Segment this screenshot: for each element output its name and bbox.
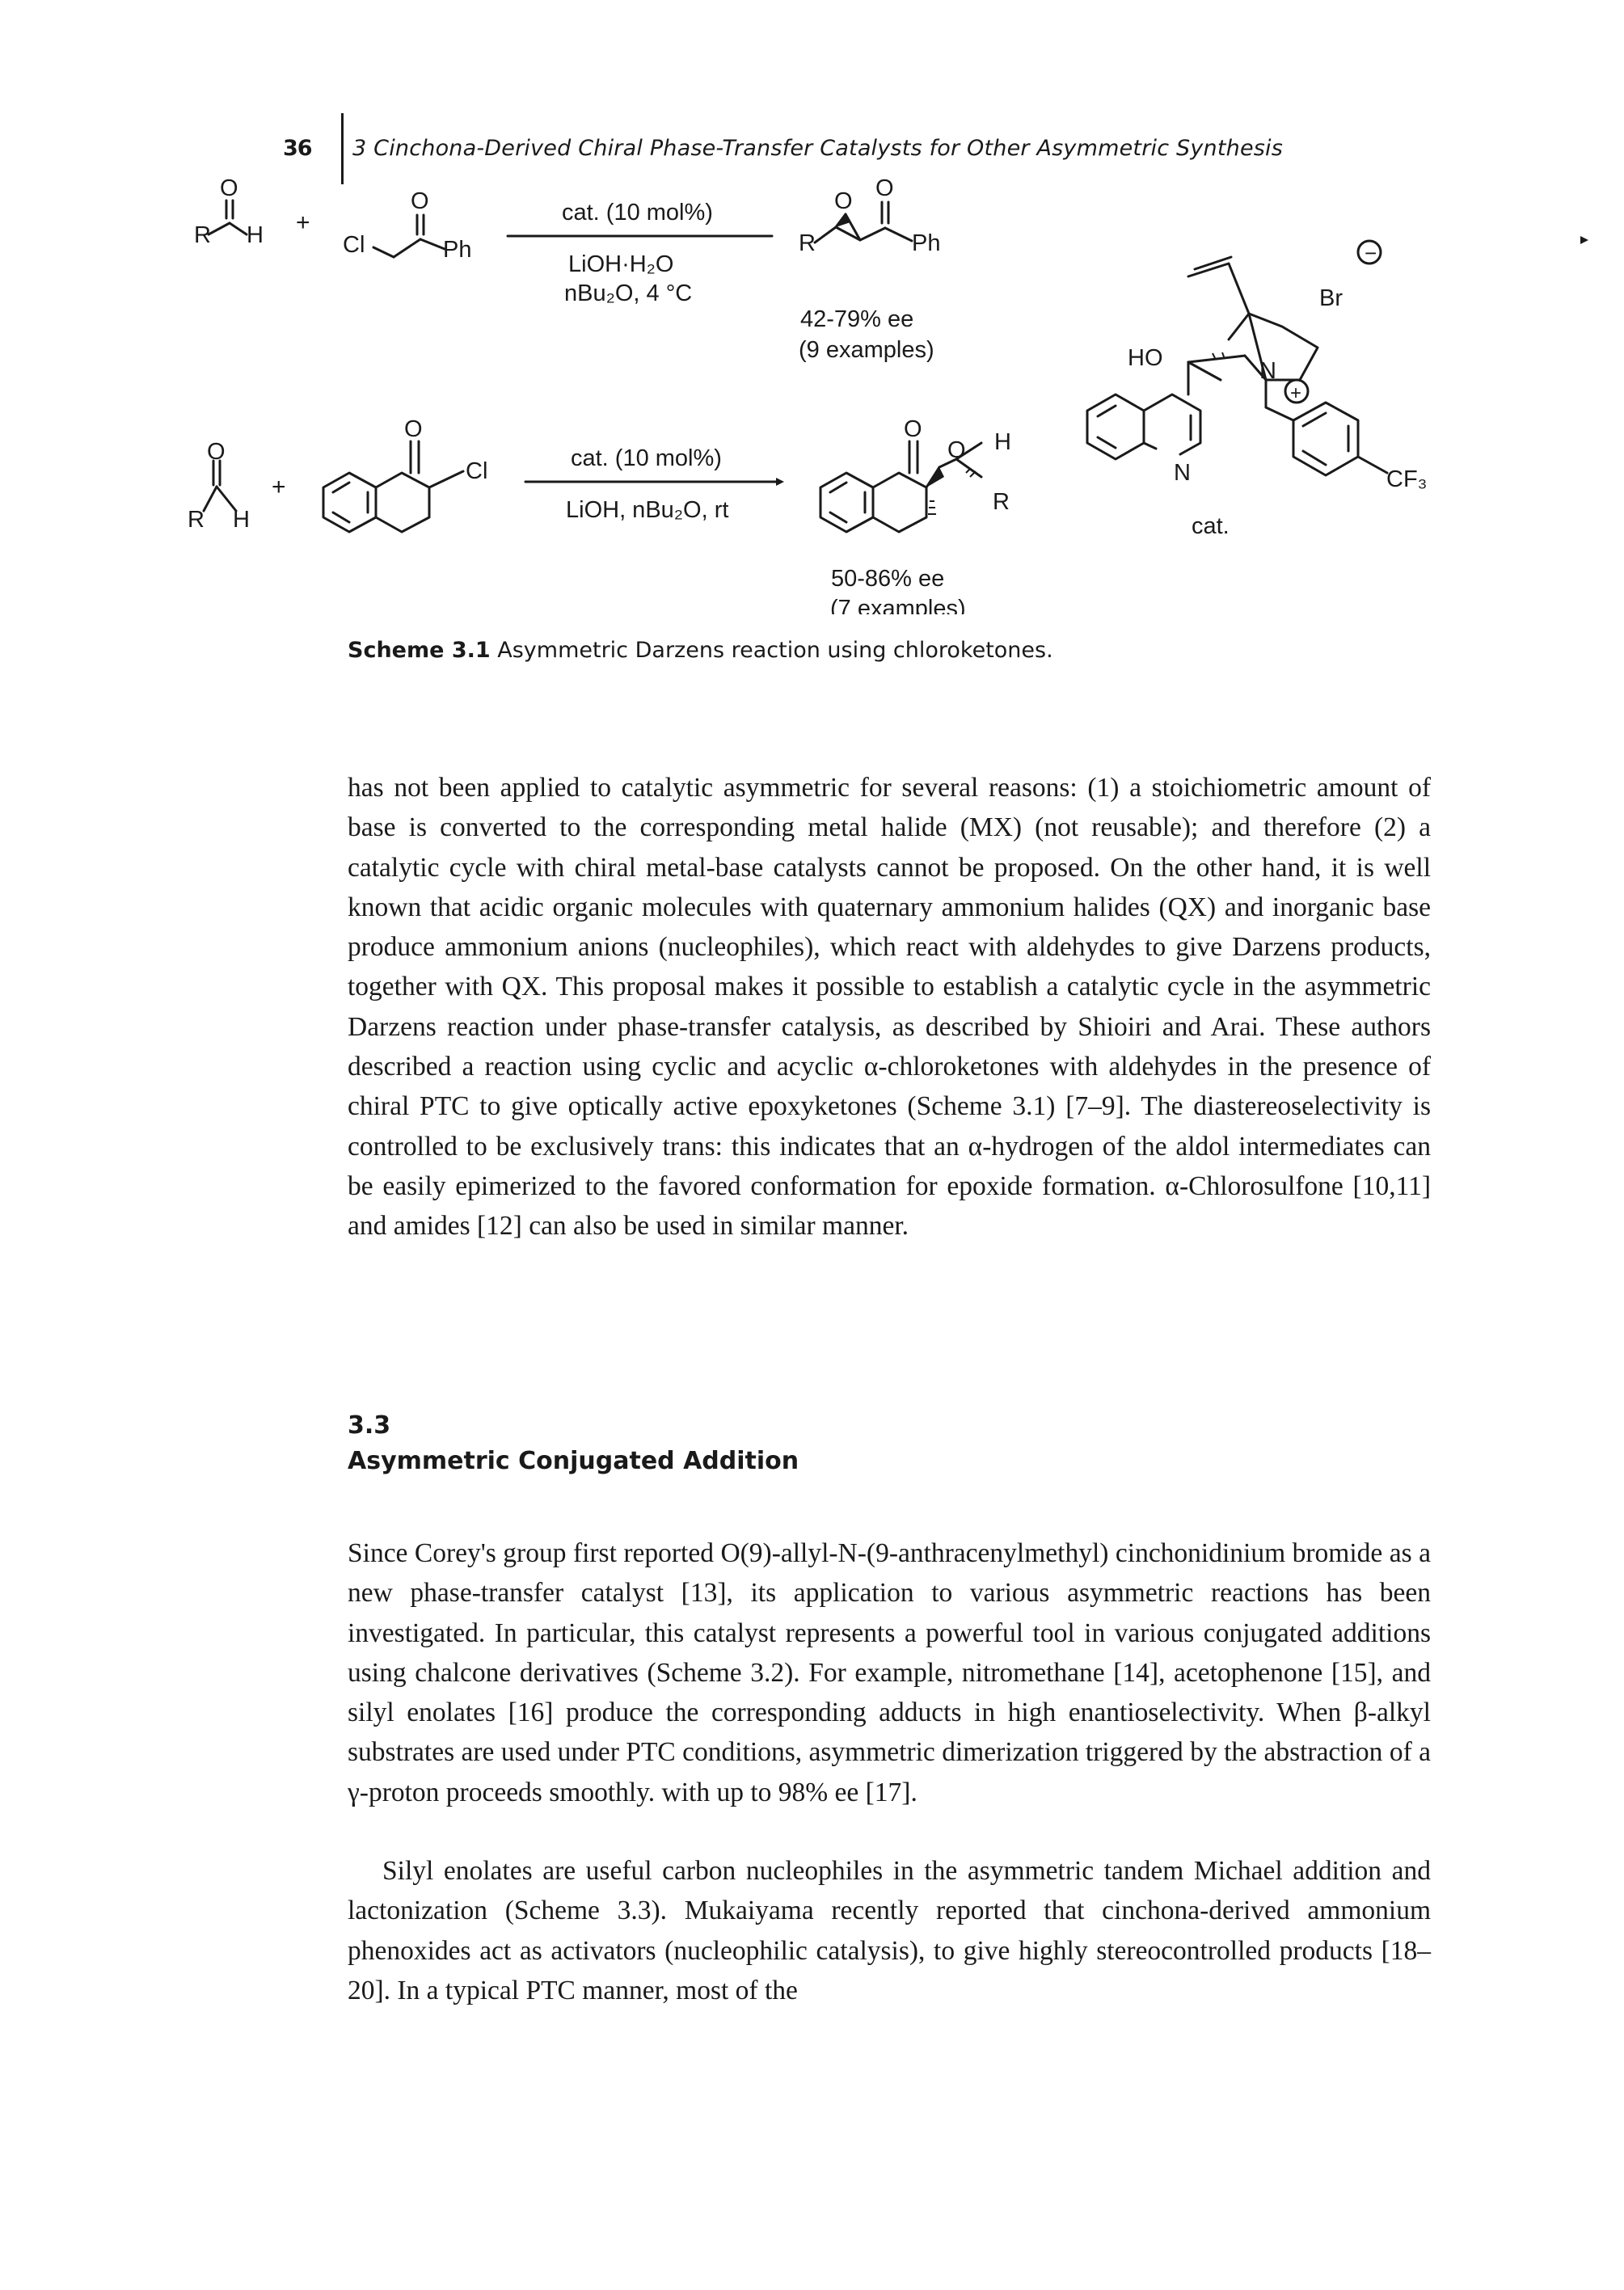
r1-product-o-carbonyl: O xyxy=(875,175,894,201)
r1-ketone-cl: Cl xyxy=(343,232,365,258)
catalyst-ammonium-n: N xyxy=(1259,358,1276,384)
catalyst-cf3: CF₃ xyxy=(1386,466,1427,492)
scheme-caption: Scheme 3.1 Asymmetric Darzens reaction u… xyxy=(348,638,1053,663)
r2-conditions-top: cat. (10 mol%) xyxy=(571,445,722,471)
section-number: 3.3 xyxy=(348,1411,391,1440)
r2-ee: 50-86% ee xyxy=(831,566,944,592)
r2-aldehyde-r: R xyxy=(188,507,205,533)
r1-plus: + xyxy=(296,209,310,236)
catalyst-hydroxyl: HO xyxy=(1128,345,1163,371)
page-number: 36 xyxy=(283,136,313,161)
catalyst-quinoline-n: N xyxy=(1174,460,1191,486)
scheme-3-1: O R H + O Cl Ph cat. (10 mol%) LiOH·H₂O … xyxy=(0,0,1624,614)
r1-conditions-line2: LiOH·H₂O xyxy=(568,251,674,277)
section-title: Asymmetric Conjugated Addition xyxy=(348,1447,799,1475)
r2-aldehyde-o: O xyxy=(207,439,226,465)
header-rule xyxy=(341,113,344,184)
r1-ee: 42-79% ee xyxy=(800,306,913,332)
body-paragraph-3: Silyl enolates are useful carbon nucleop… xyxy=(348,1856,1431,2005)
caption-text: Asymmetric Darzens reaction using chloro… xyxy=(497,638,1053,663)
r2-product-r: R xyxy=(993,489,1010,515)
r1-conditions-line3: nBu₂O, 4 °C xyxy=(564,280,692,306)
r1-product-o-epoxide: O xyxy=(834,188,853,214)
r2-examples: (7 examples) xyxy=(830,596,966,614)
body-paragraph-2: Since Corey's group first reported O(9)-… xyxy=(348,1538,1431,1807)
scheme-drawing: O R H + O Cl Ph cat. (10 mol%) LiOH·H₂O … xyxy=(188,175,1588,614)
r2-ketone-cl: Cl xyxy=(466,458,487,484)
r2-product-h: H xyxy=(994,429,1011,455)
r2-aldehyde-h: H xyxy=(233,507,250,533)
r1-product-r: R xyxy=(799,230,816,256)
r1-aldehyde-o: O xyxy=(220,175,238,201)
catalyst-plus-charge: + xyxy=(1290,382,1301,404)
r2-plus: + xyxy=(272,474,286,500)
r1-conditions-top: cat. (10 mol%) xyxy=(562,200,713,226)
r1-product-ph: Ph xyxy=(912,230,940,256)
r1-ketone-ph: Ph xyxy=(443,237,471,263)
r1-ketone-o: O xyxy=(411,188,429,214)
caption-label: Scheme 3.1 xyxy=(348,638,491,663)
r1-aldehyde-r: R xyxy=(194,222,211,248)
catalyst-bromide: Br xyxy=(1319,285,1343,311)
r1-aldehyde-h: H xyxy=(247,222,264,248)
r1-examples: (9 examples) xyxy=(799,337,934,363)
running-title: 3 Cinchona-Derived Chiral Phase-Transfer… xyxy=(352,136,1284,161)
body-paragraph-1: has not been applied to catalytic asymme… xyxy=(348,773,1431,1242)
r2-ketone-o: O xyxy=(404,416,423,442)
catalyst-minus-charge: − xyxy=(1365,241,1377,265)
r2-product-o-carbonyl: O xyxy=(904,416,922,442)
r2-conditions-bottom: LiOH, nBu₂O, rt xyxy=(566,497,728,523)
catalyst-label: cat. xyxy=(1192,513,1230,539)
r2-product-o-epoxide: O xyxy=(947,437,966,463)
